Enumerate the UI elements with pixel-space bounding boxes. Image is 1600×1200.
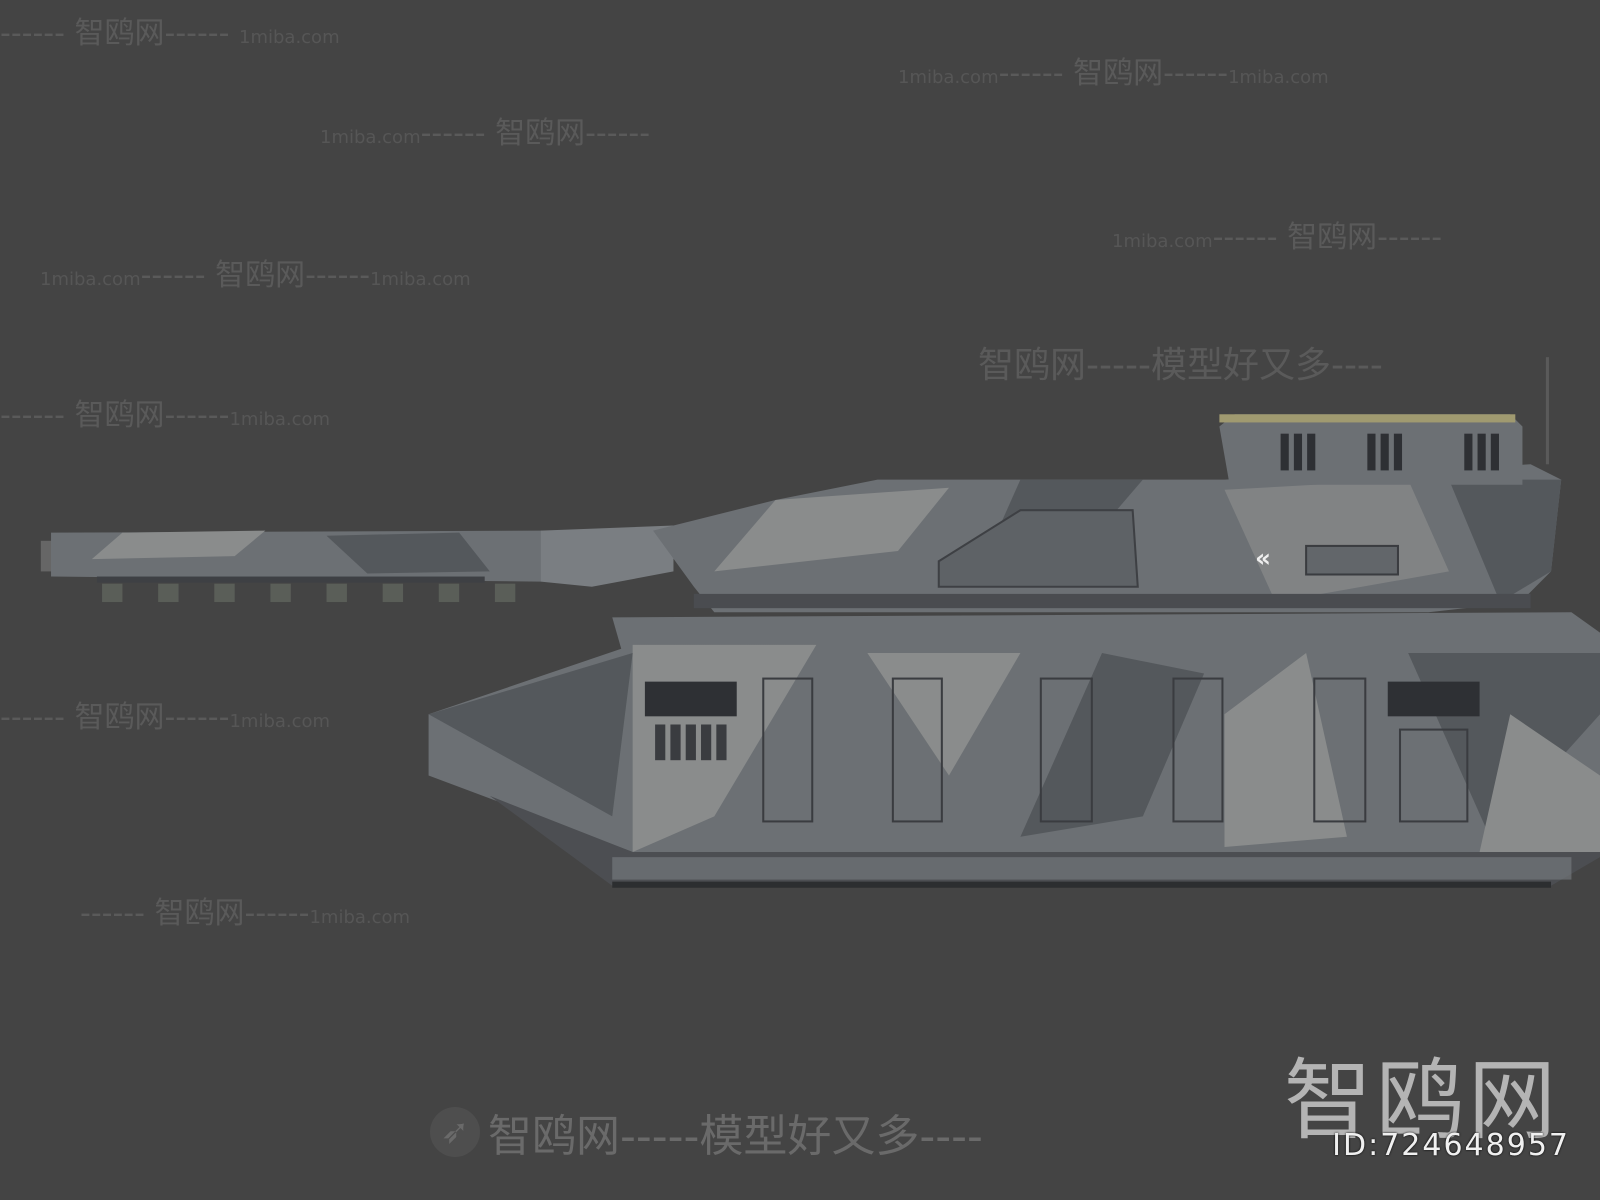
track bbox=[489, 795, 1600, 888]
watermark-domain: 1miba.com bbox=[370, 269, 471, 290]
brand-logo: 智鸥网 bbox=[1283, 1049, 1560, 1152]
watermark-row: ------ 智鸥网------ 1miba.com bbox=[0, 8, 340, 52]
watermark-dashes: ------ bbox=[164, 700, 230, 735]
watermark-row: ------ 智鸥网------1miba.com bbox=[0, 390, 330, 434]
watermark-dashes: ------ bbox=[164, 398, 230, 433]
watermark-domain: 1miba.com bbox=[309, 907, 411, 928]
watermark-domain: 1miba.com bbox=[320, 127, 421, 148]
watermark-dashes: ------ bbox=[0, 700, 65, 735]
bottom-watermark: ➶ 智鸥网-----模型好又多---- bbox=[430, 1100, 983, 1164]
watermark-site: 智鸥网 bbox=[1073, 56, 1164, 91]
model-id-label: ID:724648957 bbox=[1332, 1128, 1570, 1163]
turret: « bbox=[653, 357, 1562, 613]
watermark-dashes: ------ bbox=[244, 896, 310, 931]
watermark-dashes: ------ bbox=[420, 116, 486, 151]
watermark-dashes: ------ bbox=[80, 896, 145, 931]
watermark-domain: 1miba.com bbox=[1112, 231, 1213, 252]
watermark-dashes: ------ bbox=[1377, 220, 1443, 255]
watermark-site: 智鸥网 bbox=[1287, 220, 1378, 255]
watermark-domain: 1miba.com bbox=[40, 269, 141, 290]
watermark-row: 1miba.com------ 智鸥网------1miba.com bbox=[898, 48, 1329, 92]
watermark-domain: 1miba.com bbox=[1228, 67, 1329, 88]
watermark-dashes: ------ bbox=[140, 258, 206, 293]
watermark-site: 智鸥网 bbox=[154, 896, 245, 931]
watermark-row: ------ 智鸥网------1miba.com bbox=[80, 888, 410, 932]
watermark-row: ------ 智鸥网------1miba.com bbox=[0, 692, 330, 736]
watermark-dashes: ------ bbox=[0, 398, 65, 433]
watermark-dashes: ------ bbox=[164, 16, 230, 51]
watermark-row: 1miba.com------ 智鸥网------1miba.com bbox=[40, 250, 471, 294]
watermark-site: 智鸥网 bbox=[74, 700, 165, 735]
gun-barrel bbox=[40, 525, 674, 603]
watermark-domain: 1miba.com bbox=[229, 711, 331, 732]
watermark-row: 1miba.com------ 智鸥网------ bbox=[1112, 212, 1442, 256]
watermark-row: 1miba.com------ 智鸥网------ bbox=[320, 108, 650, 152]
watermark-domain: 1miba.com bbox=[239, 27, 340, 48]
watermark-domain: 1miba.com bbox=[898, 67, 999, 88]
watermark-domain: 1miba.com bbox=[229, 409, 331, 430]
watermark-site: 智鸥网 bbox=[74, 16, 165, 51]
watermark-dashes: ------ bbox=[0, 16, 65, 51]
watermark-slogan: 智鸥网-----模型好又多---- bbox=[488, 1111, 983, 1162]
watermark-dashes: ------ bbox=[1163, 56, 1229, 91]
seagull-logo-icon: ➶ bbox=[430, 1107, 480, 1157]
watermark-dashes: ------ bbox=[1212, 220, 1278, 255]
chevron-left-icon: « bbox=[1255, 543, 1271, 572]
watermark-dashes: ------ bbox=[305, 258, 371, 293]
watermark-dashes: ------ bbox=[585, 116, 651, 151]
watermark-slogan: 智鸥网-----模型好又多---- bbox=[978, 345, 1383, 386]
watermark-site: 智鸥网 bbox=[215, 258, 306, 293]
watermark-dashes: ------ bbox=[998, 56, 1064, 91]
watermark-site: 智鸥网 bbox=[495, 116, 586, 151]
watermark-site: 智鸥网 bbox=[74, 398, 165, 433]
hull bbox=[428, 612, 1600, 853]
